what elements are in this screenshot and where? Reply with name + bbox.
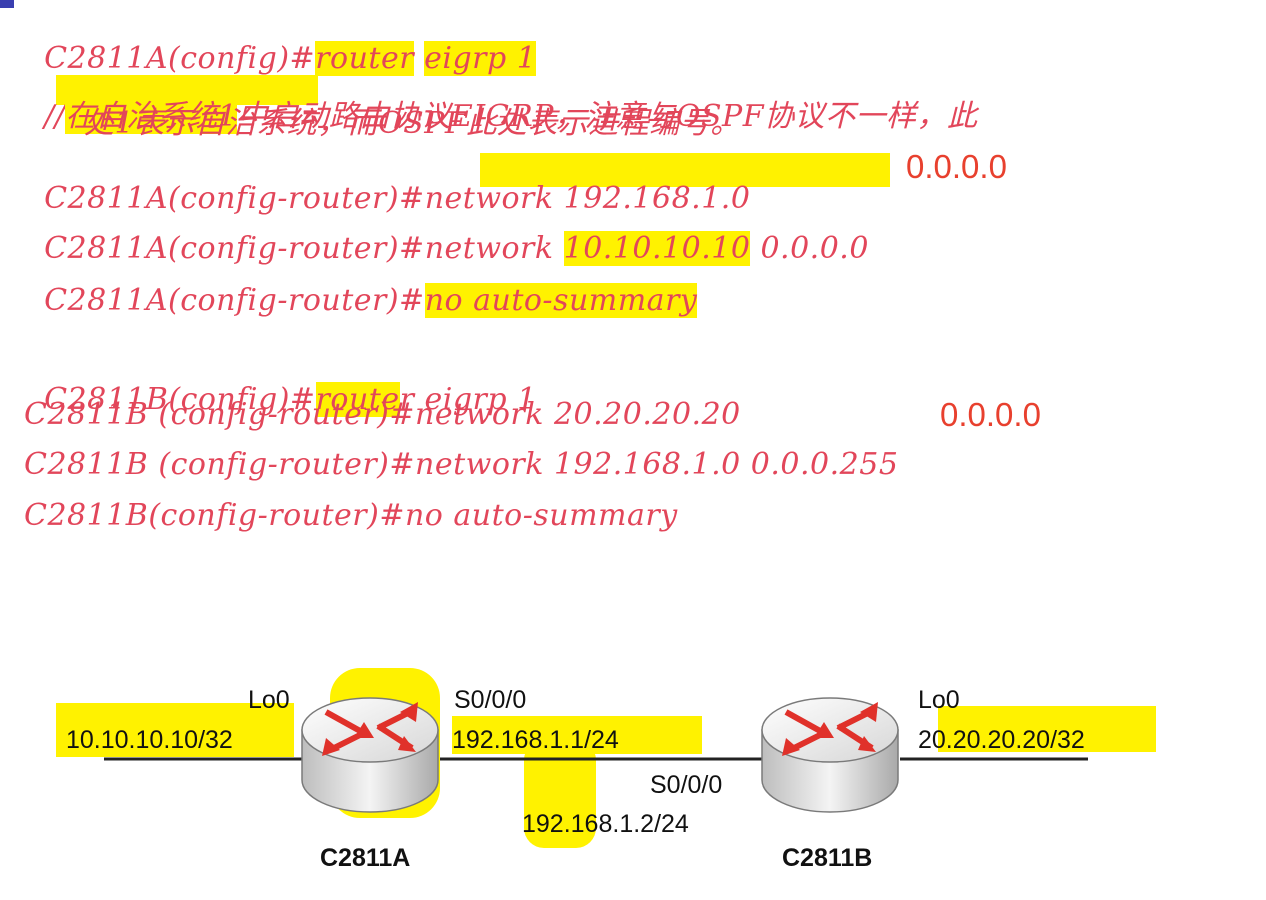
prompt: C2811A(config)# xyxy=(44,41,316,76)
cmd-line-a2: C2811A(config-router)#network 192.168.1.… xyxy=(24,146,750,216)
cmd-line-a1: C2811A(config)#router eigrp 1 xyxy=(24,6,537,76)
prompt: C2811A(config-router)# xyxy=(44,231,425,266)
top-left-marker xyxy=(0,0,14,8)
highlighted-keyword: router xyxy=(315,41,415,76)
highlighted-command: no auto-summary xyxy=(424,283,698,318)
prompt: C2811B(config)# xyxy=(44,382,316,417)
cmd-line-b2: C2811B (config-router)#network 20.20.20.… xyxy=(24,397,741,432)
cmd-line-b4: C2811B(config-router)#no auto-summary xyxy=(24,498,678,533)
prompt: C2811A(config-router)# xyxy=(44,283,425,318)
router-a-serial-ip: 192.168.1.1/24 xyxy=(452,726,619,754)
comment-slash: // xyxy=(44,99,66,134)
highlighted-keyword: route xyxy=(315,382,400,417)
router-b-serial-ip: 192.168.1.2/24 xyxy=(522,810,689,838)
wildcard: 0.0.0.0 xyxy=(750,231,869,266)
highlighted-ip: 10.10.10.10 xyxy=(563,231,751,266)
router-a-name: C2811A xyxy=(320,844,411,872)
router-b-name: C2811B xyxy=(782,844,873,872)
highlight-mark xyxy=(938,706,1156,752)
router-b-lo0-label: Lo0 xyxy=(918,686,960,714)
router-a-lo0-label: Lo0 xyxy=(248,686,290,714)
comment-text: 中启动路由协议EIGRP，注意与OSPF协议不一样，此 xyxy=(237,99,978,134)
wildcard-annotation: 0.0.0.0 xyxy=(940,396,1041,433)
highlighted-keyword: eigrp 1 xyxy=(424,41,537,76)
wildcard-annotation: 0.0.0.0 xyxy=(906,148,1007,185)
highlight-mark xyxy=(480,153,890,187)
comment-line-1: //在自治系统1中启动路由协议EIGRP，注意与OSPF协议不一样，此 xyxy=(24,56,978,135)
router-a-serial-label: S0/0/0 xyxy=(454,686,527,714)
comment-line-2: 处1表示自治系统，而OSPF此处表示进程编号。 xyxy=(84,106,741,141)
cmd-line-a4: C2811A(config-router)#no auto-summary xyxy=(24,248,698,318)
router-b-icon xyxy=(761,697,899,813)
router-b-lo0-ip: 20.20.20.20/32 xyxy=(918,726,1085,754)
cmd-line-b3: C2811B (config-router)#network 192.168.1… xyxy=(24,447,899,482)
command: network xyxy=(424,231,564,266)
cmd-line-b1: C2811B(config)#router eigrp 1 xyxy=(24,347,537,417)
router-a-lo0-ip: 10.10.10.10/32 xyxy=(66,726,233,754)
command: network 192.168.1.0 xyxy=(424,181,751,216)
highlighted-comment: 在自治系统1 xyxy=(65,99,238,134)
command: r eigrp 1 xyxy=(399,382,537,417)
router-b-serial-label: S0/0/0 xyxy=(650,771,723,799)
highlight-mark xyxy=(56,703,294,757)
prompt: C2811A(config-router)# xyxy=(44,181,425,216)
cmd-line-a3: C2811A(config-router)#network 10.10.10.1… xyxy=(24,196,869,266)
